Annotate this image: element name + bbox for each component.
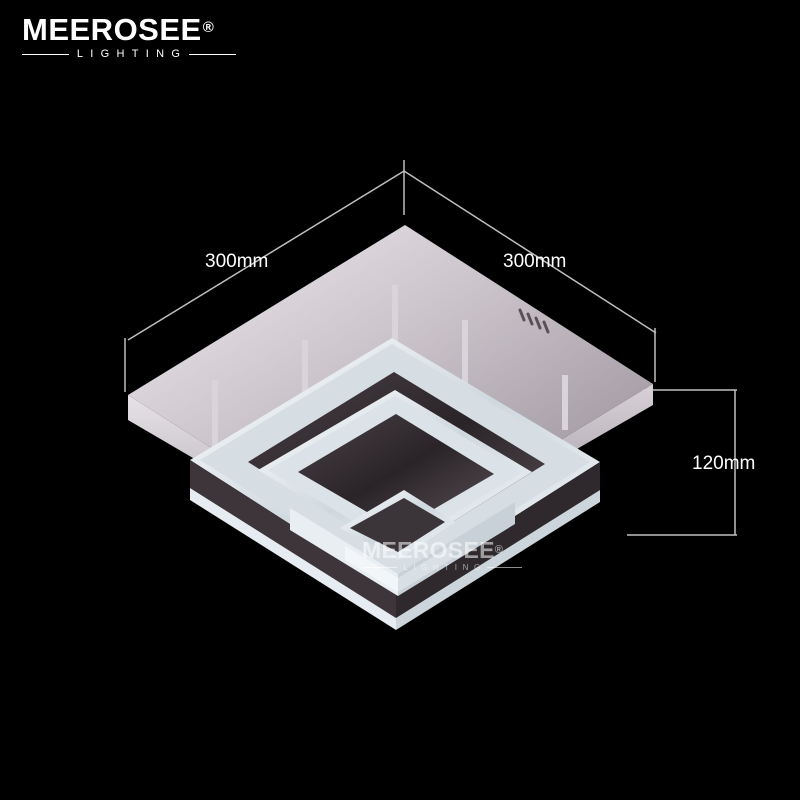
width-dimension-left: 300mm <box>205 251 269 272</box>
brand-logo: MEEROSEE® LIGHTING <box>22 14 242 60</box>
brand-name: MEEROSEE <box>22 12 202 47</box>
brand-tagline: LIGHTING <box>76 48 188 60</box>
middle-crystal-tier <box>258 390 532 596</box>
registered-mark: ® <box>202 19 215 36</box>
watermark-logo: MEEROSEE® LIGHTING <box>362 538 530 572</box>
tagline-rule-right <box>189 53 237 55</box>
lower-crystal-tier <box>340 490 455 592</box>
watermark-registered-mark: ® <box>494 544 504 556</box>
watermark-name: MEEROSEE <box>362 537 495 563</box>
watermark-rule-right <box>486 567 522 568</box>
watermark-rule-left <box>362 567 398 568</box>
tagline-rule-left <box>22 53 69 55</box>
width-dimension-right: 300mm <box>503 251 567 272</box>
watermark-tagline: LIGHTING <box>403 563 486 572</box>
height-dimension: 120mm <box>692 453 756 474</box>
